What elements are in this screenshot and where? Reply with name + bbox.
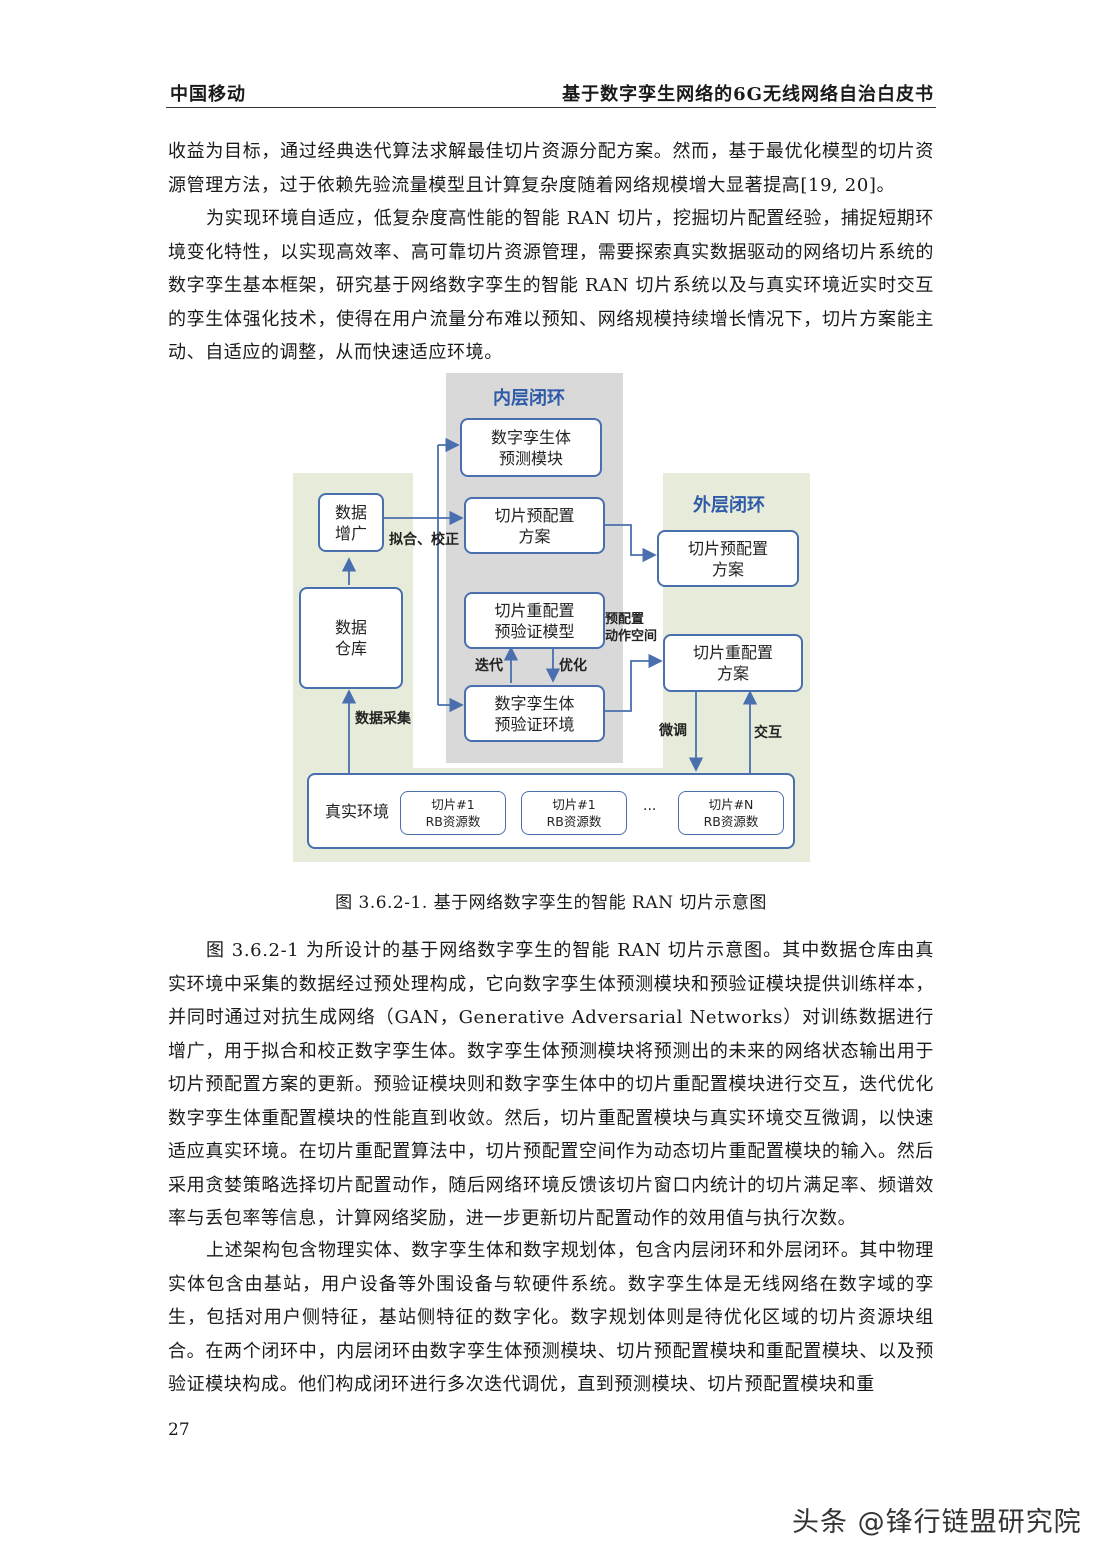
paragraph-1: 收益为目标，通过经典迭代算法求解最佳切片资源分配方案。然而，基于最优化模型的切片… [168, 141, 934, 196]
slice-n-box: 切片#N RB资源数 [678, 791, 784, 835]
inner-loop-title: 内层闭环 [493, 388, 565, 409]
twin-verification-env-box: 数字孪生体 预验证环境 [464, 685, 605, 742]
header-org: 中国移动 [170, 84, 246, 105]
paragraph-2: 为实现环境自适应，低复杂度高性能的智能 RAN 切片，挖掘切片配置经验，捕捉短期… [168, 208, 934, 363]
page-number: 27 [168, 1420, 190, 1440]
real-environment-label: 真实环境 [325, 801, 390, 821]
data-warehouse-box: 数据 仓库 [299, 587, 403, 689]
iterate-label: 迭代 [475, 658, 503, 674]
header-rule [166, 107, 936, 108]
preconfig-action-space-label: 预配置 动作空间 [605, 612, 658, 644]
twin-prediction-box: 数字孪生体 预测模块 [460, 418, 602, 477]
outer-loop-title: 外层闭环 [693, 495, 765, 516]
slice-ellipsis: ... [643, 798, 657, 814]
inner-preconfig-box: 切片预配置 方案 [464, 497, 605, 554]
data-collect-label: 数据采集 [355, 711, 411, 727]
figure-caption: 图 3.6.2-1. 基于网络数字孪生的智能 RAN 切片示意图 [335, 893, 767, 913]
optimize-label: 优化 [559, 658, 587, 674]
outer-reconfig-box: 切片重配置 方案 [663, 634, 803, 692]
watermark: 头条 @锋行链盟研究院 [792, 1507, 1082, 1538]
paragraph-4: 上述架构包含物理实体、数字孪生体和数字规划体，包含内层闭环和外层闭环。其中物理实… [168, 1240, 934, 1395]
slice-1-box: 切片#1 RB资源数 [400, 791, 506, 835]
diagram-arrows [341, 437, 758, 773]
header-title: 基于数字孪生网络的6G无线网络自治白皮书 [562, 84, 934, 105]
outer-preconfig-box: 切片预配置 方案 [657, 530, 799, 587]
slicing-diagram: 内层闭环 外层闭环 数据 增广 数据 仓库 数字孪生体 预测模块 切片预配置 方… [293, 373, 810, 862]
white-gap [623, 473, 663, 768]
interact-label: 交互 [754, 725, 782, 741]
paragraph-3: 图 3.6.2-1 为所设计的基于网络数字孪生的智能 RAN 切片示意图。其中数… [168, 940, 934, 1229]
data-augmentation-box: 数据 增广 [318, 493, 384, 552]
fit-correct-label: 拟合、校正 [389, 532, 459, 548]
slice-1b-box: 切片#1 RB资源数 [521, 791, 627, 835]
fine-tune-label: 微调 [659, 723, 687, 739]
inner-reconfig-model-box: 切片重配置 预验证模型 [464, 592, 605, 649]
